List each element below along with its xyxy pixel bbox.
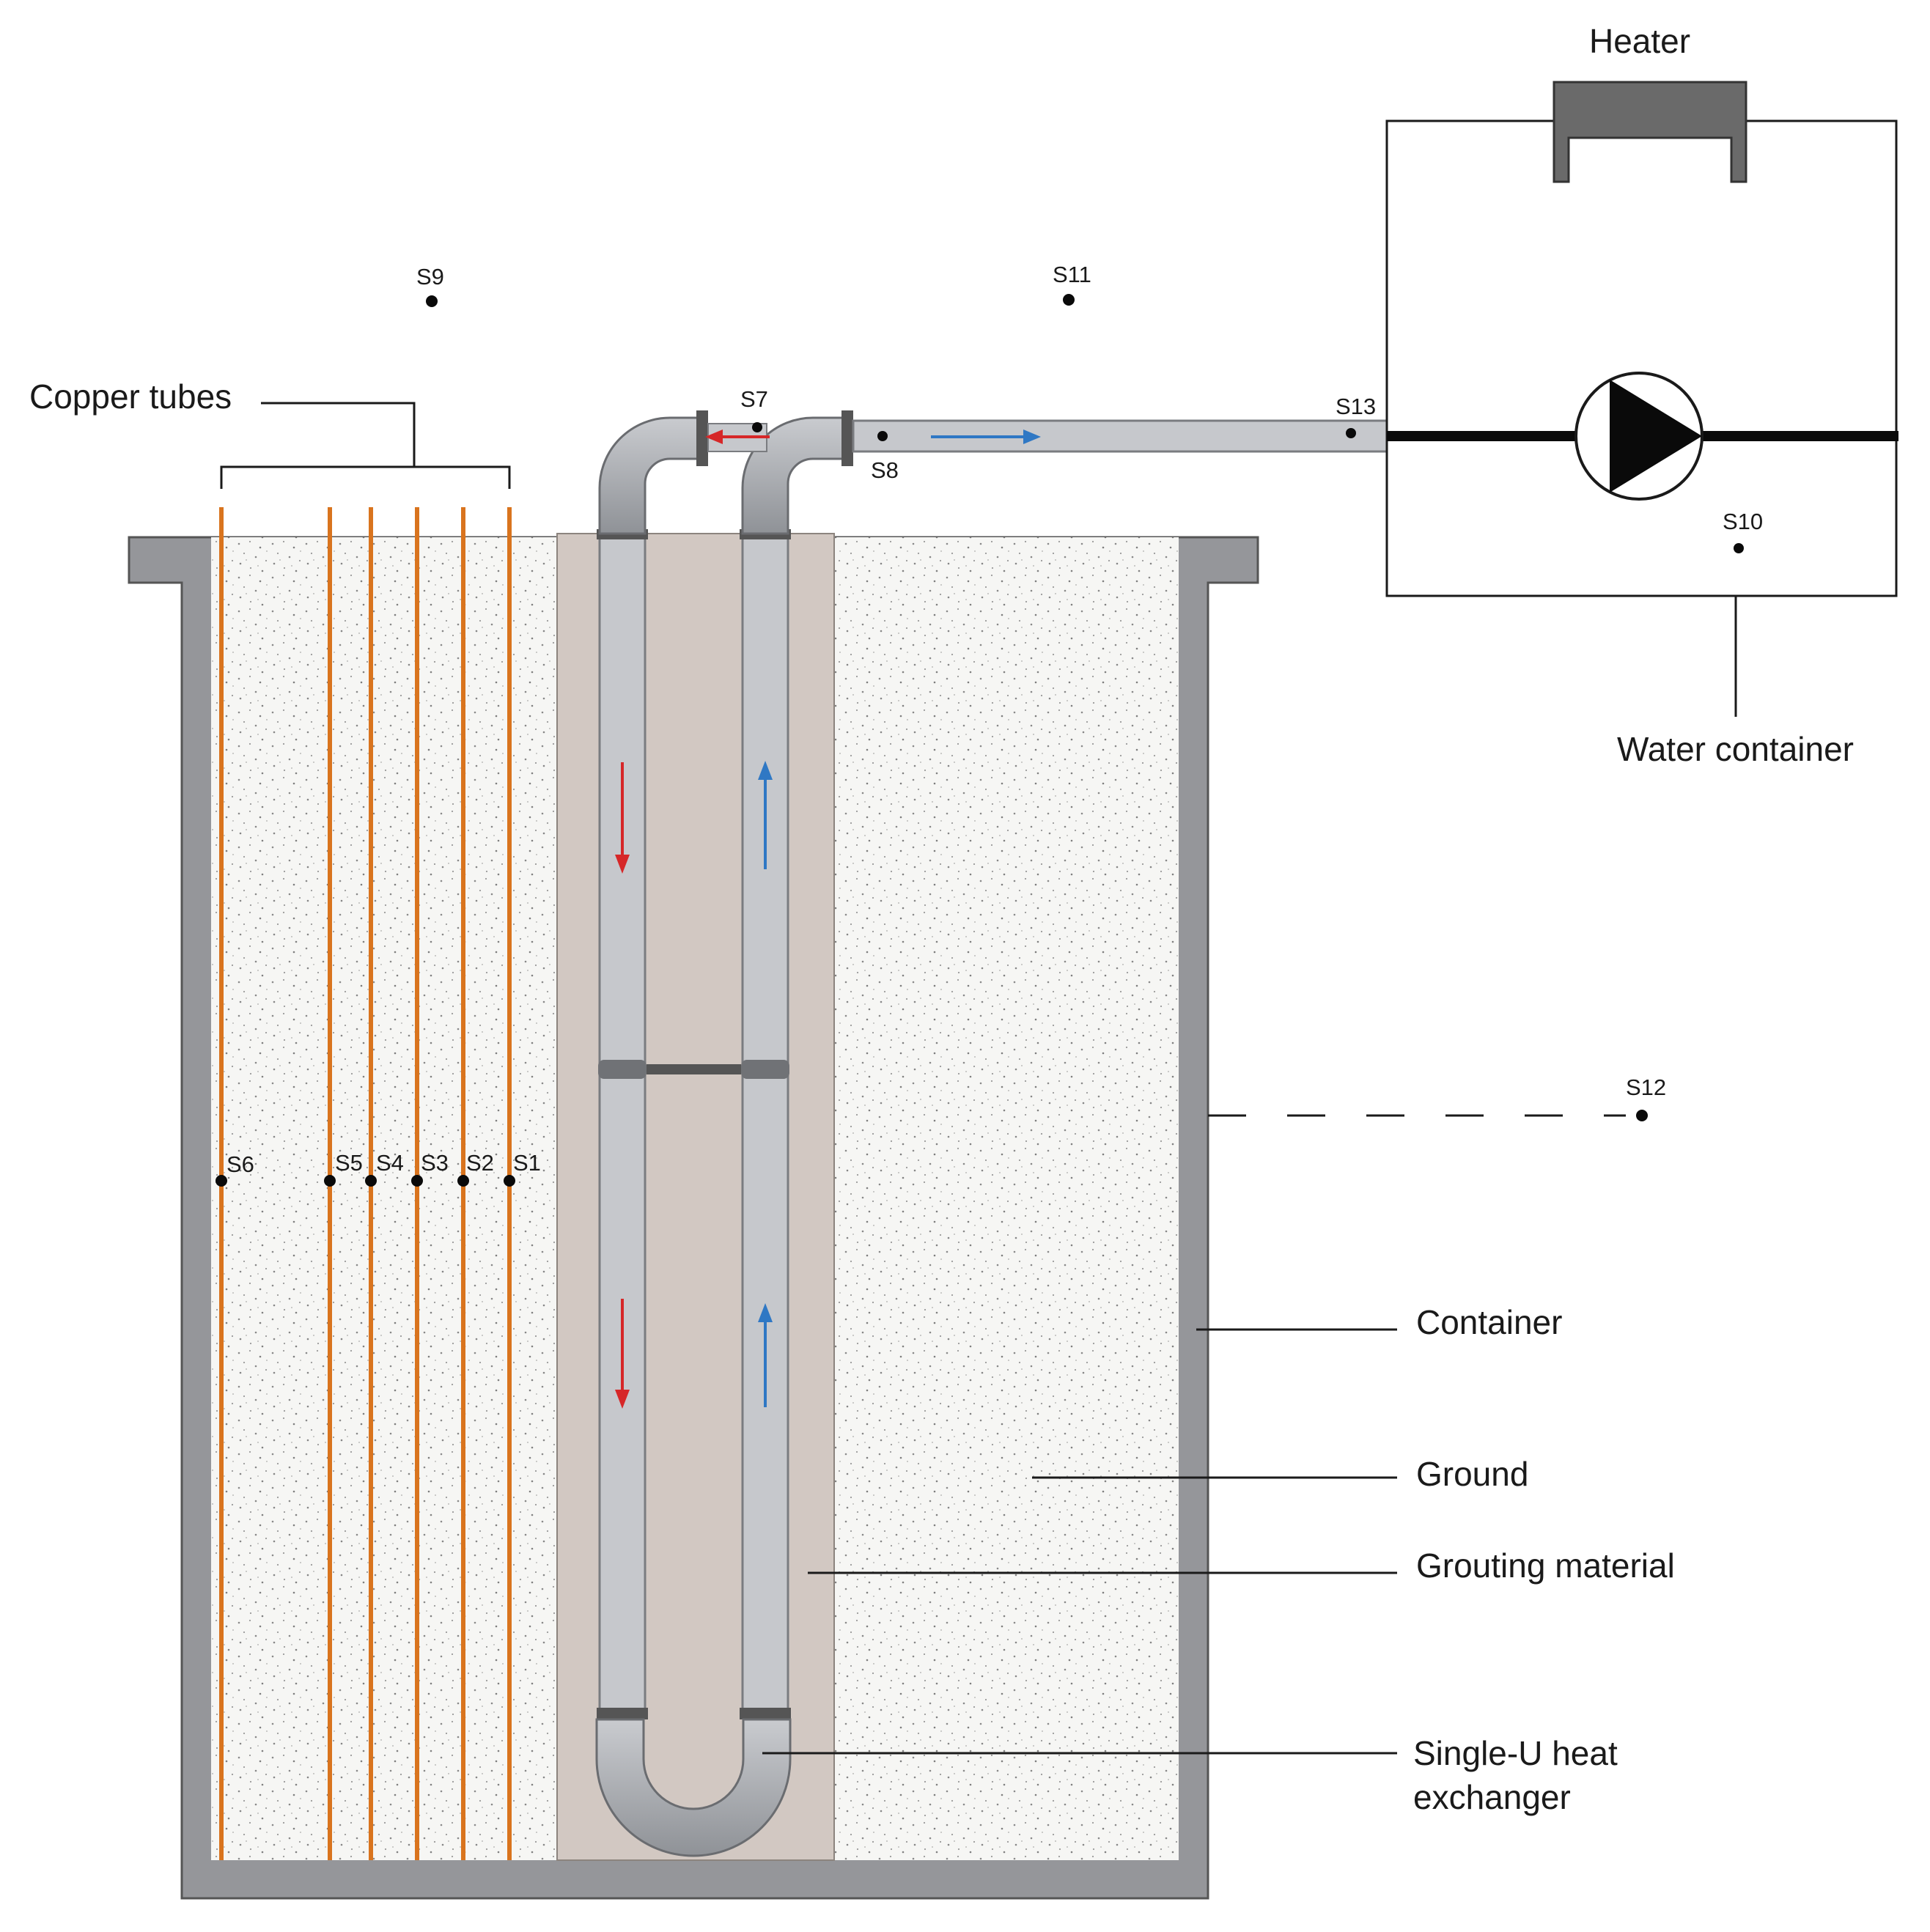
ground-right bbox=[834, 537, 1179, 1860]
sensor-s4-dot bbox=[365, 1175, 377, 1187]
sensor-s13-label: S13 bbox=[1336, 394, 1376, 419]
single-u-label-line2: exchanger bbox=[1413, 1778, 1571, 1816]
flow-arrow-icon bbox=[615, 855, 630, 874]
heater bbox=[1553, 81, 1747, 183]
copper-tubes-label: Copper tubes bbox=[29, 377, 232, 416]
flow-arrow-icon bbox=[758, 761, 773, 780]
sensor-labels: S6 S5 S4 S3 S2 S1 S7 S8 S9 S10 S11 S12 S… bbox=[226, 262, 1763, 1177]
sensor-s3-dot bbox=[411, 1175, 423, 1187]
grouting-material-label: Grouting material bbox=[1416, 1546, 1675, 1585]
single-u-heat-exchanger bbox=[595, 529, 792, 1857]
sensor-s2-label: S2 bbox=[466, 1150, 494, 1176]
water-container bbox=[1385, 119, 1898, 597]
sensor-s1-label: S1 bbox=[513, 1150, 541, 1176]
flow-arrows bbox=[615, 429, 1041, 1409]
sensor-s2-dot bbox=[457, 1175, 469, 1187]
sensor-s5-label: S5 bbox=[335, 1150, 363, 1176]
single-u-label-line1: Single-U heat bbox=[1413, 1734, 1618, 1772]
sensor-s7-label: S7 bbox=[740, 386, 768, 412]
sensor-s8-label: S8 bbox=[871, 457, 899, 483]
ground-label: Ground bbox=[1416, 1455, 1528, 1493]
sensor-s11-dot bbox=[1063, 294, 1075, 306]
sensor-s8-dot bbox=[877, 431, 888, 441]
sensor-s12-label: S12 bbox=[1626, 1074, 1666, 1100]
sensor-s7-dot bbox=[752, 422, 762, 432]
flow-arrow-icon bbox=[615, 1390, 630, 1409]
sensor-s9-label: S9 bbox=[416, 264, 444, 290]
sensor-s10-dot bbox=[1734, 543, 1744, 553]
flow-arrow-icon bbox=[758, 1303, 773, 1322]
sensor-s6-label: S6 bbox=[226, 1151, 254, 1177]
sensor-s11-label: S11 bbox=[1053, 262, 1091, 287]
diagram-labels: Heater Copper tubes Water container Cont… bbox=[29, 22, 1854, 1816]
sensor-s6-dot bbox=[216, 1175, 227, 1187]
top-elbow-right bbox=[741, 410, 853, 535]
sensor-s12-dot bbox=[1636, 1110, 1648, 1121]
sensor-s3-label: S3 bbox=[421, 1150, 449, 1176]
flow-arrow-icon bbox=[1023, 429, 1041, 444]
sensor-s5-dot bbox=[324, 1175, 336, 1187]
sensor-s1-dot bbox=[504, 1175, 515, 1187]
sensor-s9-dot bbox=[426, 295, 438, 307]
leader-lines bbox=[762, 1114, 1626, 1755]
heater-label: Heater bbox=[1589, 22, 1690, 60]
container-label: Container bbox=[1416, 1303, 1562, 1341]
water-container-label: Water container bbox=[1617, 730, 1854, 768]
sensor-s13-dot bbox=[1346, 428, 1356, 438]
pump-icon bbox=[1574, 372, 1704, 501]
ground-left bbox=[211, 537, 557, 1860]
sensor-points bbox=[216, 294, 1744, 1187]
sensor-s10-label: S10 bbox=[1723, 509, 1763, 534]
top-elbow-left bbox=[598, 410, 708, 535]
flow-arrow-icon bbox=[705, 429, 723, 444]
sensor-s4-label: S4 bbox=[376, 1150, 404, 1176]
copper-tubes-bracket bbox=[220, 402, 511, 489]
